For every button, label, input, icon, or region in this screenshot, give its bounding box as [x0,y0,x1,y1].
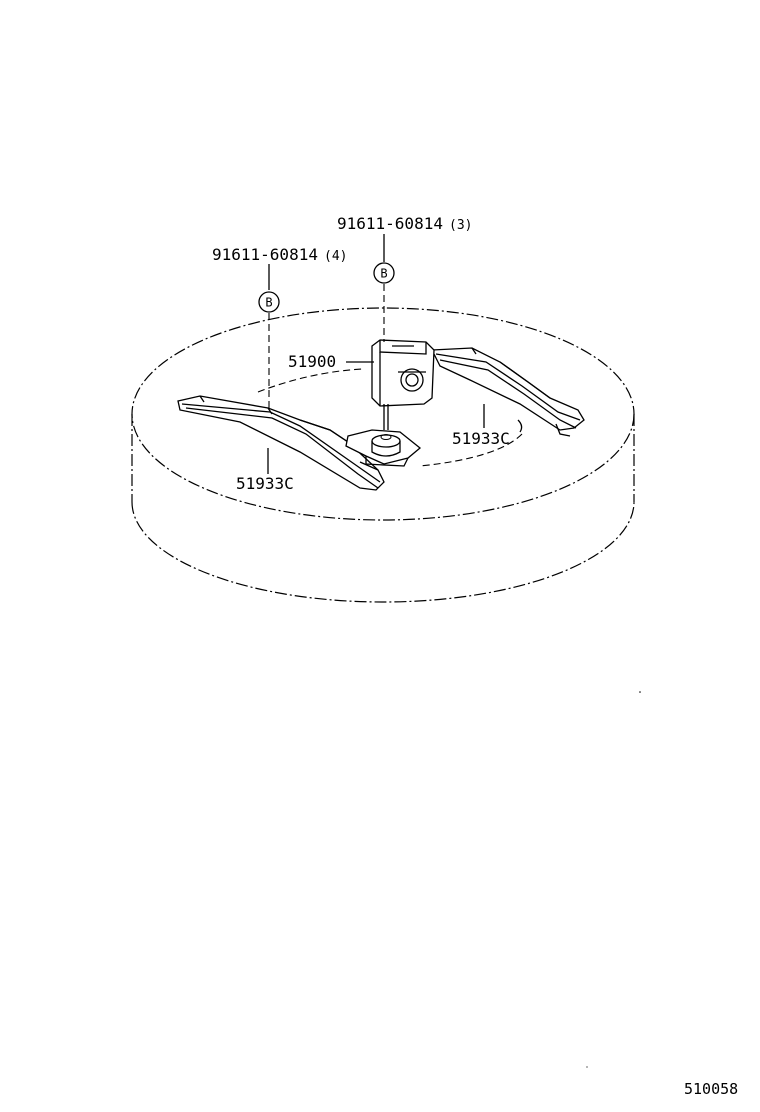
right-bracket-part-number: 51933C [452,429,510,448]
spare-tire-outline [131,307,635,603]
bolt-left-circle-label: B [265,296,272,310]
diagram-id: 510058 [684,1080,738,1098]
bolt-right-quantity: (3) [449,218,472,233]
carrier-base [345,429,422,467]
leader-lines [267,234,523,474]
bolt-callout-right: B [373,262,395,284]
bolt-callout-left: B [258,291,280,313]
bolt-right-part-number: 91611-60814 [337,214,443,233]
bolt-right-circle-label: B [380,267,387,281]
speck [586,1066,588,1068]
carrier-part-number: 51900 [288,352,336,371]
speck [639,691,641,693]
bolt-left-part-number: 91611-60814 [212,245,318,264]
left-bracket-part-number: 51933C [236,474,294,493]
carrier-hanger [371,339,435,430]
bolt-left-quantity: (4) [324,249,347,264]
right-bracket [430,347,585,437]
left-bracket [177,395,385,491]
